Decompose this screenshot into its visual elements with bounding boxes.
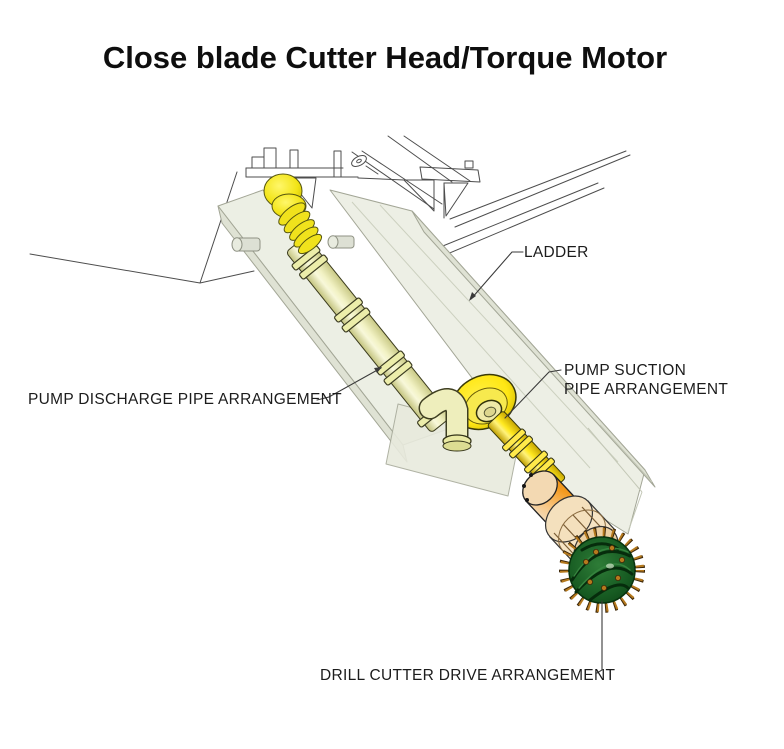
bellows-joint [263, 173, 323, 255]
leader-discharge [316, 367, 382, 401]
trunnion-pins [231, 235, 355, 252]
label-ladder: LADDER [524, 244, 589, 261]
label-pump-suction-line1: PUMP SUCTION [564, 362, 687, 379]
leader-drill [596, 600, 603, 674]
leader-ladder-arrowhead [469, 292, 476, 301]
leader-suction [504, 369, 562, 419]
label-pump-discharge: PUMP DISCHARGE PIPE ARRANGEMENT [28, 391, 342, 408]
leader-ladder [470, 251, 524, 300]
label-pump-suction: PUMP SUCTION PIPE ARRANGEMENT [564, 361, 728, 399]
label-pump-suction-line2: PIPE ARRANGEMENT [564, 381, 729, 398]
label-drill-cutter-drive: DRILL CUTTER DRIVE ARRANGEMENT [320, 667, 616, 684]
cutter-head [559, 527, 645, 613]
leader-lines [316, 251, 603, 674]
leader-discharge-arrowhead [374, 367, 382, 373]
discharge-elbow [418, 388, 472, 452]
page-title: Close blade Cutter Head/Torque Motor [102, 40, 668, 75]
